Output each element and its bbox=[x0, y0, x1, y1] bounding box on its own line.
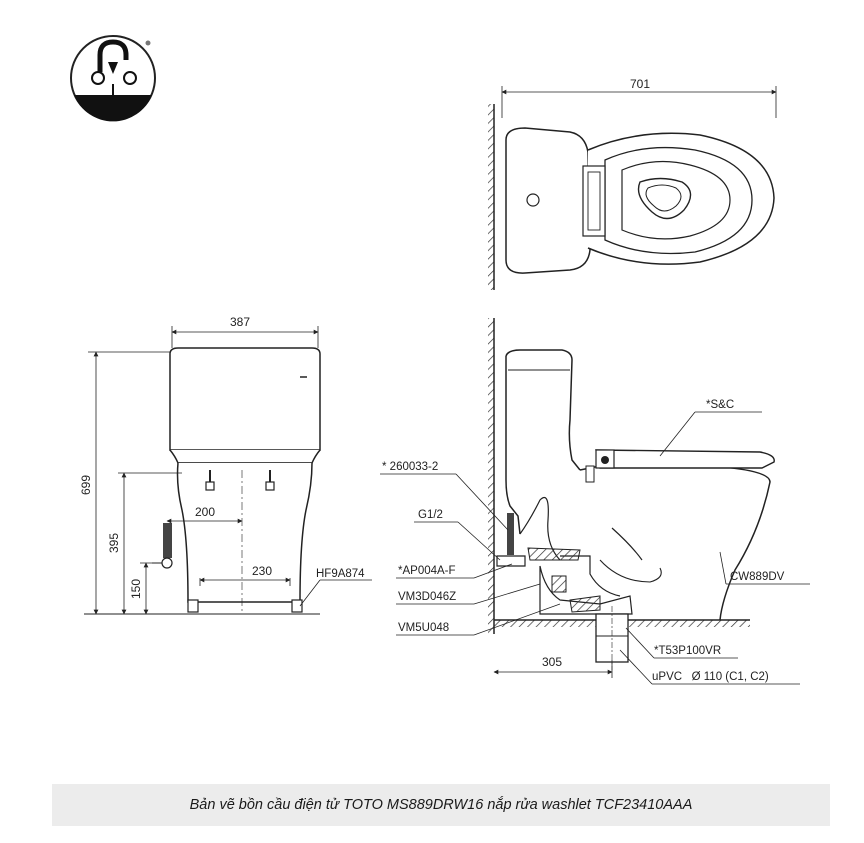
front-view: 387 200 230 699 395 150 bbox=[79, 315, 372, 615]
label-vm5u048: VM5U048 bbox=[398, 622, 449, 634]
label-hf9a874: HF9A874 bbox=[316, 568, 365, 580]
caption: Bản vẽ bồn cầu điện tử TOTO MS889DRW16 n… bbox=[189, 797, 693, 813]
label-upvc: uPVC Ø 110 (C1, C2) bbox=[652, 671, 769, 683]
hot-cold-water-icon bbox=[70, 35, 156, 122]
label-cw889dv: CW889DV bbox=[730, 571, 785, 583]
dim-bolt-spacing: 230 bbox=[252, 564, 272, 578]
caption-bar: Bản vẽ bồn cầu điện tử TOTO MS889DRW16 n… bbox=[52, 784, 830, 826]
label-260033-2: * 260033-2 bbox=[382, 461, 438, 473]
side-view: 305 *S&C * 260033-2 G1/2 *AP004A-F VM3D0… bbox=[380, 318, 810, 685]
dim-front-width: 387 bbox=[230, 315, 250, 329]
label-vm3d046z: VM3D046Z bbox=[398, 591, 456, 603]
dim-rough-in: 305 bbox=[542, 655, 562, 669]
label-s-and-c: *S&C bbox=[706, 399, 734, 411]
plan-view: 701 bbox=[488, 77, 777, 290]
label-g1-2: G1/2 bbox=[418, 509, 443, 521]
dim-supply-offset: 200 bbox=[195, 505, 215, 519]
dim-supply-height: 395 bbox=[107, 533, 121, 553]
label-t53p100vr: *T53P100VR bbox=[654, 645, 721, 657]
dim-plan-length: 701 bbox=[630, 77, 650, 91]
dim-floor-height: 150 bbox=[129, 579, 143, 599]
label-ap004a-f: *AP004A-F bbox=[398, 565, 456, 577]
dim-total-height: 699 bbox=[79, 475, 93, 495]
